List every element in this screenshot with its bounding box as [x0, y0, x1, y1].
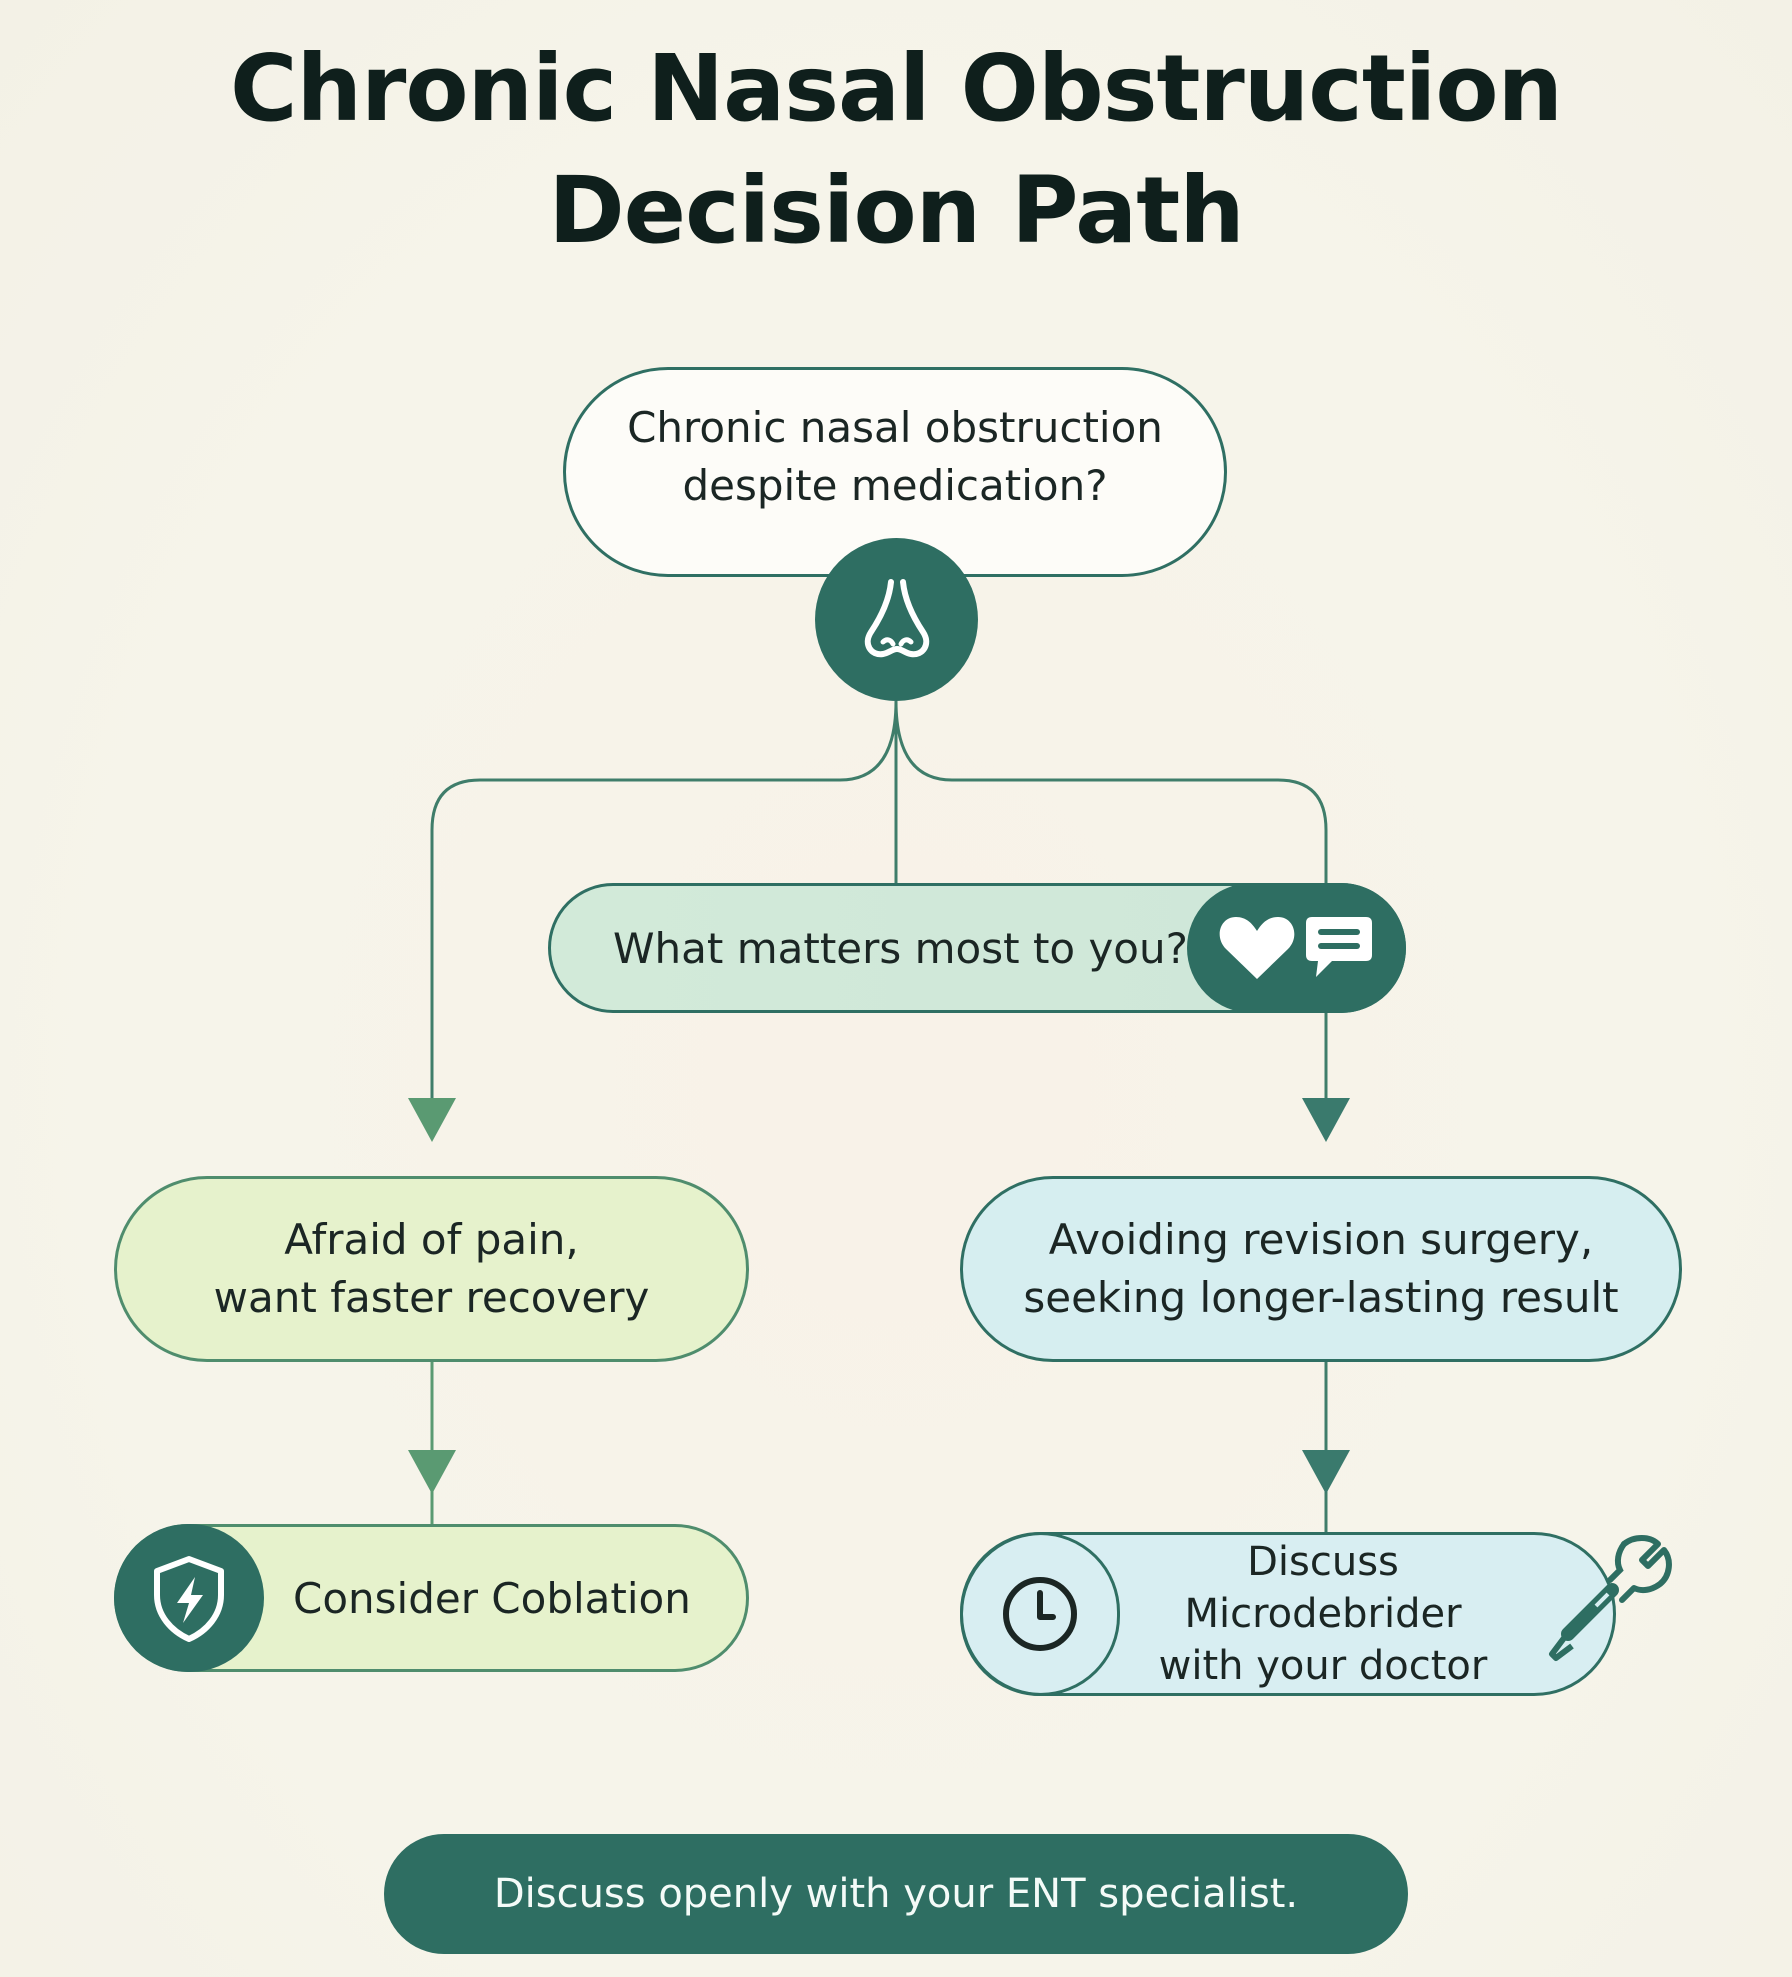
revision-longevity-line-2: seeking longer-lasting result: [1023, 1273, 1619, 1322]
pain-recovery-line-1: Afraid of pain,: [284, 1215, 579, 1264]
arrow-left-bot: [408, 1450, 456, 1494]
pain-recovery-node: Afraid of pain, want faster recovery: [114, 1176, 749, 1362]
start-question-line-2: despite medication?: [682, 461, 1108, 510]
connector-start-to-right: [894, 700, 1328, 883]
title-line-2: Decision Path: [548, 157, 1244, 264]
microdebrider-outcome-line-2: with your doctor: [1158, 1643, 1488, 1689]
pain-recovery-line-2: want faster recovery: [213, 1273, 650, 1322]
priority-question-label: What matters most to you?: [613, 923, 1188, 973]
arrow-right-mid: [1302, 1098, 1350, 1142]
ent-specialist-label: Discuss openly with your ENT specialist.: [493, 1871, 1299, 1917]
nose-icon: [815, 538, 978, 701]
connector-start-to-left: [430, 700, 898, 1118]
revision-longevity-line-1: Avoiding revision surgery,: [1048, 1215, 1594, 1264]
revision-longevity-node: Avoiding revision surgery, seeking longe…: [960, 1176, 1682, 1362]
start-question-line-1: Chronic nasal obstruction: [627, 403, 1163, 452]
microdebrider-outcome-line-1: Discuss Microdebrider: [1184, 1539, 1462, 1637]
start-question-node: Chronic nasal obstruction despite medica…: [563, 367, 1227, 577]
arrow-left-mid: [408, 1098, 456, 1142]
page-title: Chronic Nasal Obstruction Decision Path: [0, 28, 1792, 272]
chat-bubble-icon: [1305, 917, 1372, 977]
title-line-1: Chronic Nasal Obstruction: [229, 35, 1563, 142]
shield-lightning-icon: [114, 1524, 264, 1672]
heart-icon: [1219, 917, 1294, 979]
ent-specialist-banner: Discuss openly with your ENT specialist.: [384, 1834, 1408, 1954]
arrow-right-bot: [1302, 1450, 1350, 1494]
priority-icon-badge: [1187, 883, 1406, 1013]
wrench-screwdriver-icon: [1538, 1530, 1678, 1670]
clock-icon: [960, 1532, 1120, 1696]
coblation-outcome-label: Consider Coblation: [293, 1573, 691, 1623]
